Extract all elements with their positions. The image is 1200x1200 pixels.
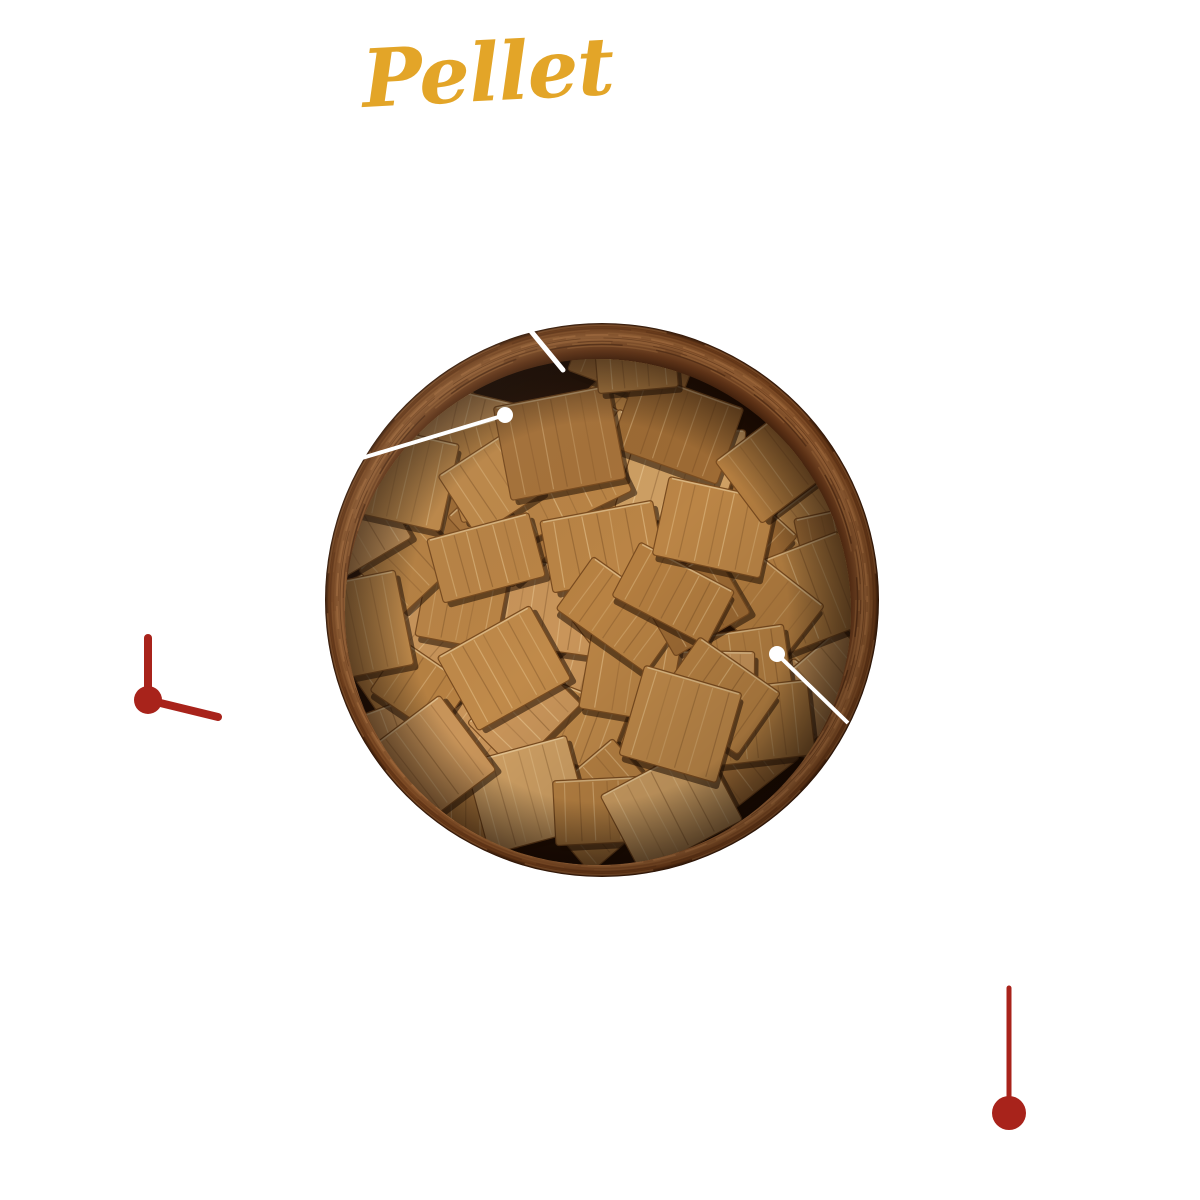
callout-line-right: [775, 652, 850, 725]
callout-dot-right: [769, 646, 785, 662]
page-title: Pellet: [359, 18, 616, 126]
callout-dot-left: [497, 407, 513, 423]
callout-line-top: [527, 327, 566, 373]
wooden-bowl: [325, 323, 879, 877]
callout-line-left: [361, 413, 506, 460]
clock-hand-marker-icon: [134, 634, 222, 721]
callouts: [361, 327, 850, 725]
bowl-lighting: [325, 323, 879, 877]
pin-marker-icon: [992, 985, 1026, 1130]
